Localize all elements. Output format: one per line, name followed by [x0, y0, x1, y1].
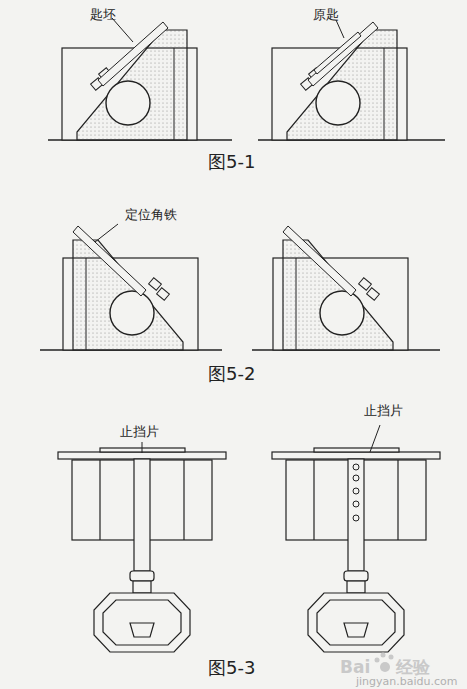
part-label: 止挡片 [120, 425, 159, 439]
watermark: jingyan.baidu.com [356, 676, 458, 688]
part-label: 定位角铁 [125, 208, 177, 222]
figure-caption: 图5-2 [208, 364, 255, 384]
part-label: 原匙 [313, 8, 339, 22]
part-label: 匙坯 [90, 8, 116, 22]
figure-caption: 图5-3 [208, 658, 255, 678]
figure-caption: 图5-1 [208, 152, 255, 172]
watermark: Bai [340, 658, 370, 677]
part-label: 止挡片 [364, 404, 403, 418]
watermark: 经验 [396, 658, 430, 677]
